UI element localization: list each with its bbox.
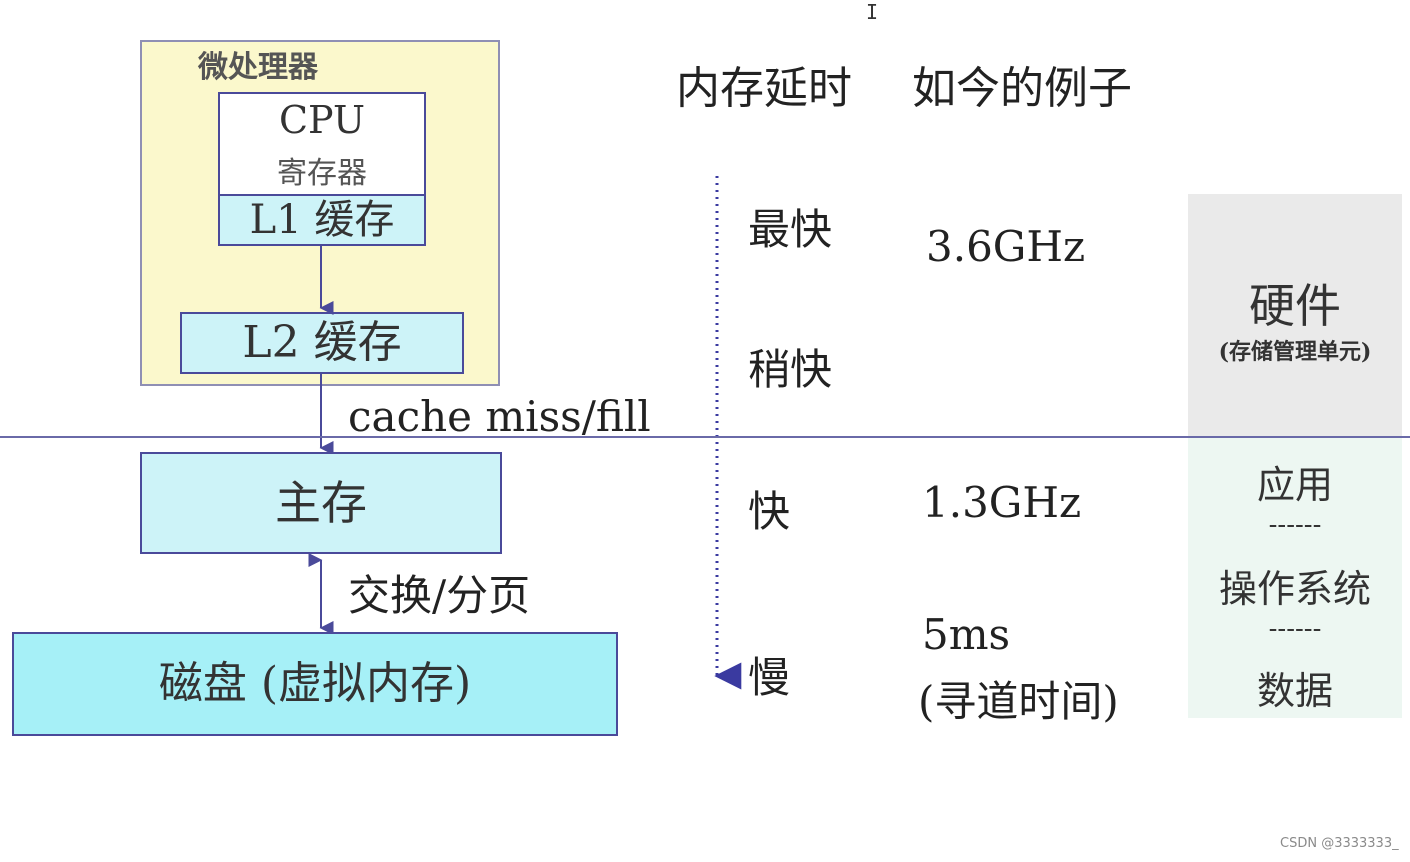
example-fastest: 3.6GHz [926,222,1086,271]
watermark: CSDN @3333333_ [1280,836,1399,851]
example-fast: 1.3GHz [922,478,1082,527]
example-slow-value: 5ms [922,610,1011,659]
latency-fastest: 最快 [748,205,833,254]
data-label: 数据 [1256,669,1333,713]
register-label: 寄存器 [277,156,367,191]
latency-faster: 稍快 [748,345,833,394]
cache-miss-label: cache miss/fill [348,392,651,441]
cpu-label: CPU [278,98,365,142]
text-cursor-icon: I [866,0,879,24]
software-panel [1188,438,1402,718]
example-header: 如今的例子 [912,63,1132,114]
latency-slow: 慢 [748,653,791,702]
main-memory-box: 主存 [140,452,502,554]
hardware-label: 硬件 [1249,279,1341,333]
swap-paging-label: 交换/分页 [348,571,531,620]
separator-2: ------ [1268,614,1322,644]
latency-header: 内存延时 [676,63,852,114]
hardware-panel [1188,194,1402,436]
l2-cache-box: L2 缓存 [180,312,464,374]
separator-1: ------ [1268,510,1322,540]
os-label: 操作系统 [1218,567,1371,611]
hardware-software-divider [0,436,1410,438]
application-label: 应用 [1256,463,1333,507]
latency-fast: 快 [748,487,791,536]
hardware-note: (存储管理单元) [1218,339,1372,365]
microprocessor-label: 微处理器 [198,50,318,85]
example-slow-note: (寻道时间) [918,677,1119,726]
disk-box: 磁盘 (虚拟内存) [12,632,618,736]
l1-cache-box: L1 缓存 [218,194,426,246]
